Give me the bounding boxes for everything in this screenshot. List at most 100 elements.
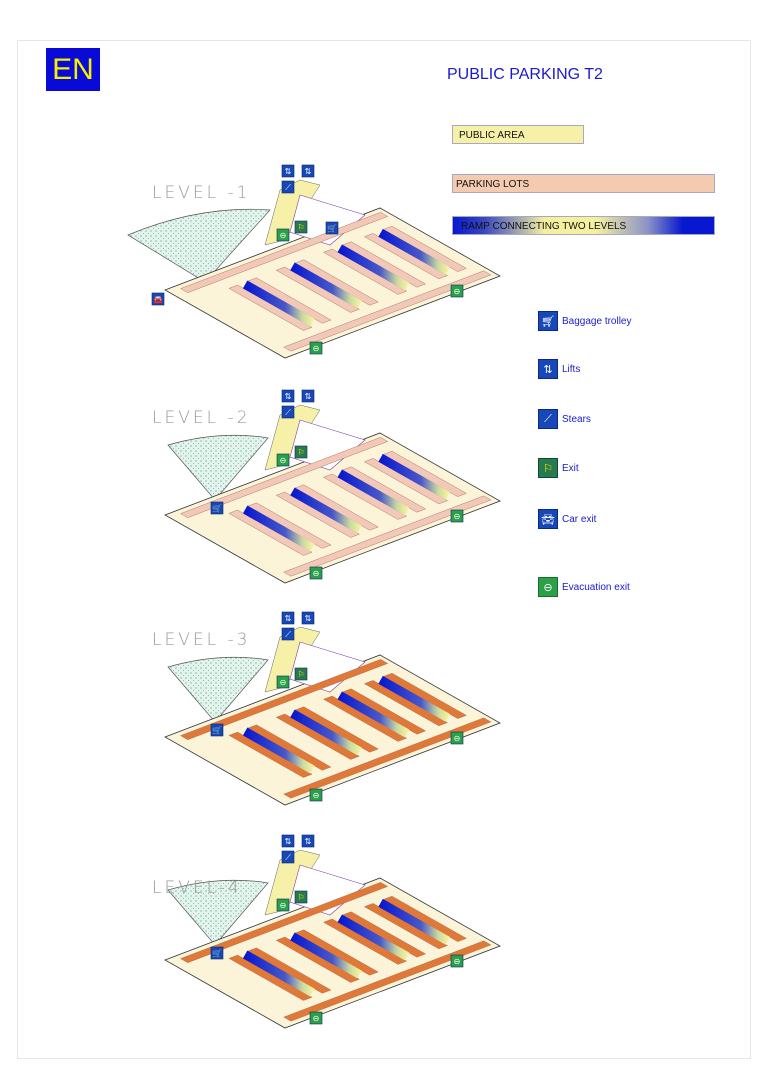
level-4-plan: LEVEL-4⇅⇅⟋⚐⊖🛒⊖⊖	[152, 834, 501, 1029]
stairs-icon: ⟋	[281, 850, 295, 864]
evacuation-exit-icon: ⊖	[309, 788, 323, 802]
stall-row	[275, 491, 360, 538]
exit-icon: ⚐	[294, 220, 308, 234]
lifts-icon-glyph: ⇅	[285, 167, 292, 176]
evacuation-exit-icon-bg	[450, 731, 464, 745]
exit-icon: ⚐	[538, 458, 558, 478]
stall-row	[323, 918, 408, 965]
lifts-icon-glyph: ⇅	[285, 837, 292, 846]
level-1-plan: LEVEL -1⇅⇅⟋⚐⊖🛒🚘⊖⊖	[127, 164, 501, 359]
waiting-area	[289, 864, 366, 916]
stairs-icon: ⟋	[281, 627, 295, 641]
stall-row	[323, 248, 408, 295]
evacuation-exit-icon-bg	[276, 453, 290, 467]
evacuation-exit-icon-glyph: ⊖	[454, 287, 461, 296]
exit-icon-bg	[294, 445, 308, 459]
exit-icon-glyph: ⚐	[297, 448, 304, 457]
stall-row	[283, 270, 492, 352]
lifts-icon-bg	[301, 389, 315, 403]
baggage-trolley-icon: 🛒	[325, 221, 339, 235]
ramp	[242, 280, 315, 327]
exit-icon-bg	[294, 667, 308, 681]
page-frame	[17, 40, 751, 1059]
legend-label: Lifts	[562, 363, 581, 375]
evacuation-exit-icon-glyph: ⊖	[454, 734, 461, 743]
ramp	[337, 914, 410, 961]
evacuation-exit-icon-glyph: ⊖	[280, 231, 287, 240]
lifts-icon-glyph: ⇅	[305, 392, 312, 401]
exit-icon-bg	[294, 890, 308, 904]
evacuation-exit-icon: ⊖	[450, 954, 464, 968]
lifts-icon-bg	[281, 164, 295, 178]
evacuation-exit-icon: ⊖	[450, 284, 464, 298]
evacuation-exit-icon-bg	[309, 566, 323, 580]
evacuation-exit-icon-glyph: ⊖	[313, 791, 320, 800]
legend-label: Exit	[562, 462, 579, 474]
stall-row	[323, 695, 408, 742]
baggage-trolley-icon: 🛒︎	[538, 311, 558, 331]
legend-car-exit: 🚘︎ Car exit	[538, 509, 596, 529]
lifts-icon: ⇅	[281, 389, 295, 403]
stall-row	[363, 680, 448, 727]
stall-row	[180, 659, 389, 740]
level-label: LEVEL -2	[152, 408, 250, 428]
lifts-icon-bg	[301, 164, 315, 178]
level-label: LEVEL -3	[152, 630, 250, 650]
evacuation-exit-icon-glyph: ⊖	[280, 678, 287, 687]
legend-label: Stears	[562, 413, 591, 425]
baggage-trolley-icon-bg	[210, 501, 224, 515]
baggage-trolley-icon-glyph: 🛒	[212, 503, 222, 513]
evacuation-exit-icon-glyph: ⊖	[280, 456, 287, 465]
evacuation-exit-icon: ⊖	[309, 1011, 323, 1025]
ramp	[378, 453, 451, 500]
stairs-icon-bg	[281, 850, 295, 864]
evacuation-exit-icon: ⊖	[309, 566, 323, 580]
car-exit-icon-bg	[151, 292, 165, 306]
language-button[interactable]: EN	[46, 48, 100, 91]
stairs-icon-bg	[281, 180, 295, 194]
evacuation-exit-icon-bg	[450, 284, 464, 298]
lifts-icon: ⇅	[301, 834, 315, 848]
car-exit-icon: 🚘︎	[538, 509, 558, 529]
lifts-icon-bg	[301, 611, 315, 625]
stall-row	[275, 713, 360, 760]
stall-row	[363, 458, 448, 505]
lifts-icon-glyph: ⇅	[305, 167, 312, 176]
lifts-icon: ⇅	[301, 164, 315, 178]
ramp	[242, 505, 315, 552]
lifts-icon: ⇅	[301, 611, 315, 625]
legend-lifts: ⇅ Lifts	[538, 359, 580, 379]
exit-icon: ⚐	[294, 890, 308, 904]
waiting-area	[289, 641, 366, 693]
stall-row	[275, 266, 360, 313]
evacuation-exit-icon-glyph: ⊖	[454, 957, 461, 966]
baggage-trolley-icon-glyph: 🛒	[212, 948, 222, 958]
stall-row	[283, 940, 492, 1022]
exit-icon-glyph: ⚐	[297, 223, 304, 232]
legend-label: Car exit	[562, 513, 597, 525]
evacuation-exit-icon-bg	[450, 509, 464, 523]
evacuation-exit-icon-glyph: ⊖	[280, 901, 287, 910]
lifts-icon-glyph: ⇅	[285, 614, 292, 623]
stairs-icon-bg	[281, 405, 295, 419]
evacuation-exit-icon: ⊖	[450, 509, 464, 523]
stairs-icon-glyph: ⟋	[285, 408, 291, 417]
evacuation-exit-icon-glyph: ⊖	[313, 344, 320, 353]
key-public-area: PUBLIC AREA	[452, 125, 584, 144]
lifts-icon-bg	[301, 834, 315, 848]
exit-icon: ⚐	[294, 667, 308, 681]
stairs-icon-glyph: ⟋	[285, 630, 291, 639]
evacuation-exit-icon-bg	[276, 898, 290, 912]
exit-icon-glyph: ⚐	[297, 670, 304, 679]
baggage-trolley-icon-glyph: 🛒	[212, 725, 222, 735]
stairs-icon: ⟋	[281, 405, 295, 419]
waiting-area	[289, 419, 366, 471]
stairs-icon-bg	[281, 627, 295, 641]
ramp	[290, 709, 362, 756]
stall-row	[275, 936, 360, 983]
stall-row	[228, 954, 313, 1001]
stairs-icon: ⟋	[538, 409, 558, 429]
baggage-trolley-icon-bg	[210, 946, 224, 960]
evacuation-exit-icon-glyph: ⊖	[454, 512, 461, 521]
